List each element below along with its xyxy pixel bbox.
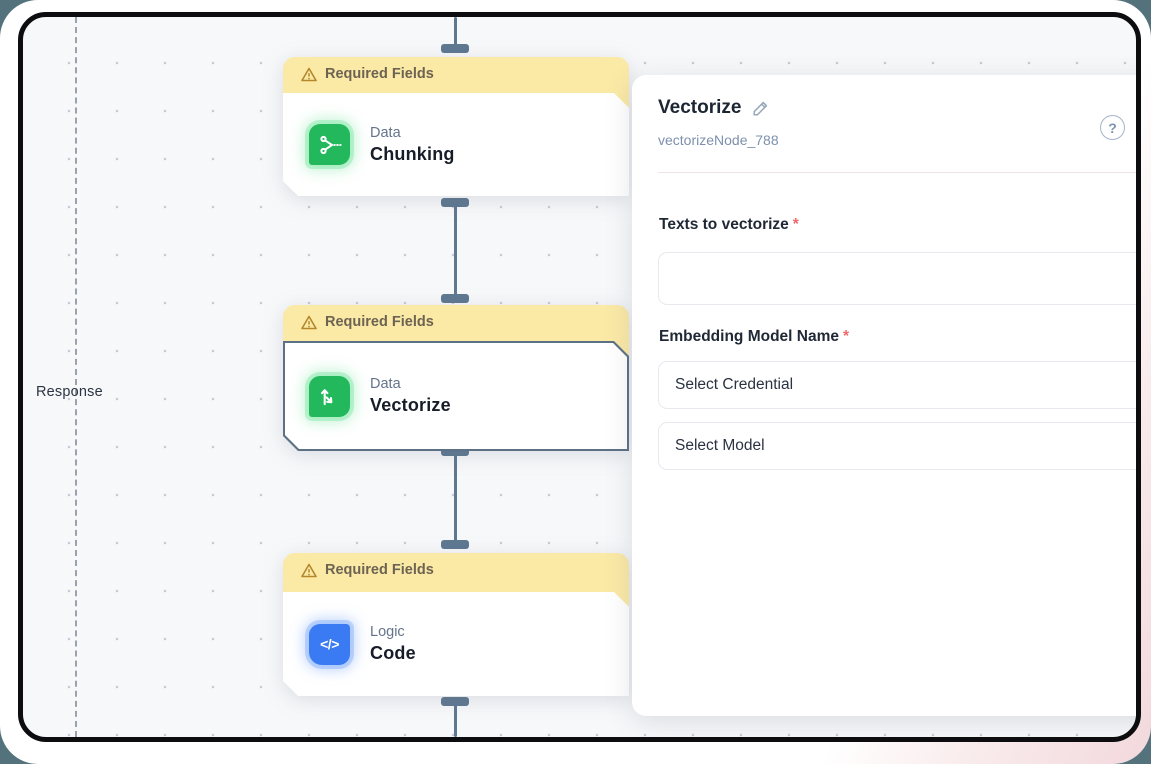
select-credential-value: Select Credential (675, 376, 794, 393)
banner-label: Required Fields (325, 66, 434, 82)
banner-label: Required Fields (325, 562, 434, 578)
select-model-value: Select Model (675, 437, 765, 454)
edge-bottom (454, 702, 457, 737)
connector-handle[interactable] (441, 697, 469, 706)
vectorize-icon (309, 376, 350, 417)
warning-icon (301, 315, 317, 330)
texts-to-vectorize-input[interactable] (658, 252, 1136, 305)
connector-handle[interactable] (441, 198, 469, 207)
node-config-panel: Vectorize vectorizeNode_788 ? Texts to v… (632, 75, 1136, 716)
node-id-label: vectorizeNode_788 (658, 132, 779, 148)
node-card-vectorize-selected[interactable]: Data Vectorize (283, 341, 629, 451)
chunking-icon (309, 124, 350, 165)
node-code[interactable]: Required Fields </> Logic Code (283, 553, 629, 698)
warning-icon (301, 67, 317, 82)
node-title: Chunking (370, 143, 455, 164)
edge-top (454, 17, 457, 47)
code-glyph: </> (320, 636, 339, 652)
banner-label: Required Fields (325, 314, 434, 330)
connector-handle[interactable] (441, 540, 469, 549)
node-category: Logic (370, 624, 405, 640)
required-asterisk: * (843, 328, 850, 345)
help-icon[interactable]: ? (1100, 115, 1125, 140)
node-vectorize[interactable]: Required Fields Data Vectorize (283, 305, 629, 453)
field-label-text: Embedding Model Name (659, 328, 839, 345)
field-label-embedding-model: Embedding Model Name* (659, 328, 849, 346)
node-title: Code (370, 643, 416, 663)
node-card-chunking[interactable]: Data Chunking (283, 93, 629, 196)
node-title: Vectorize (370, 395, 451, 415)
edit-pencil-icon[interactable] (751, 99, 770, 118)
edge-chunking-vectorize (454, 203, 457, 298)
node-category: Data (370, 124, 401, 141)
response-guide-line (75, 17, 77, 737)
select-model-dropdown[interactable]: Select Model (658, 422, 1136, 470)
required-asterisk: * (792, 216, 799, 233)
node-chunking[interactable]: Required Fields Data Chunking (283, 57, 629, 197)
node-category: Data (370, 376, 401, 392)
select-credential-dropdown[interactable]: Select Credential (658, 361, 1136, 409)
field-label-text: Texts to vectorize (659, 216, 789, 233)
connector-handle[interactable] (441, 294, 469, 303)
field-label-texts-to-vectorize: Texts to vectorize* (659, 216, 799, 234)
connector-handle[interactable] (441, 44, 469, 53)
code-icon: </> (309, 624, 350, 665)
workflow-canvas[interactable]: Response Required Fields (18, 12, 1141, 742)
node-card-code[interactable]: </> Logic Code (283, 592, 629, 696)
edge-vectorize-code (454, 452, 457, 544)
panel-title: Vectorize (658, 97, 742, 118)
help-glyph: ? (1108, 119, 1117, 136)
response-label: Response (36, 384, 103, 400)
panel-divider (658, 172, 1136, 173)
warning-icon (301, 563, 317, 578)
connector-handle[interactable] (441, 447, 469, 456)
